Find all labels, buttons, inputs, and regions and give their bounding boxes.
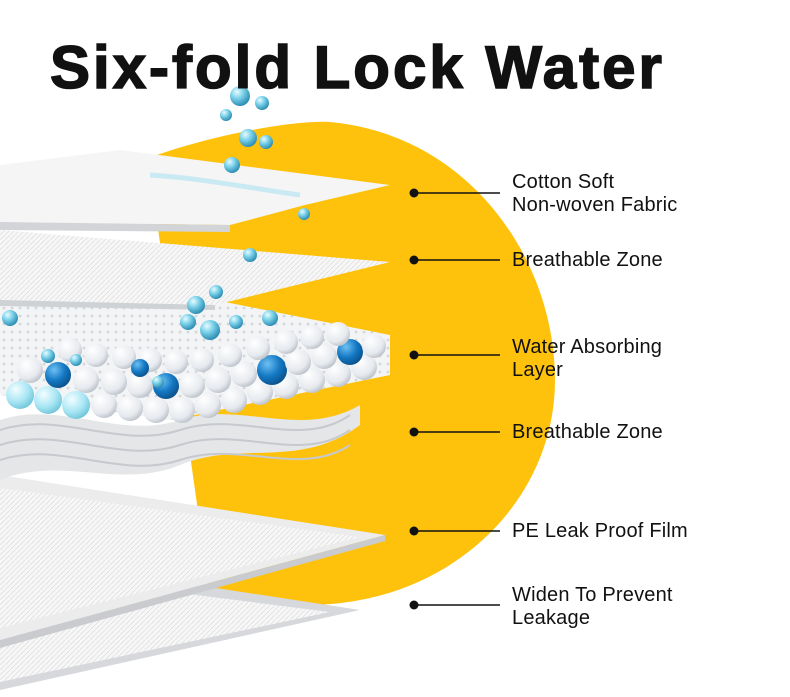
label-line: Non-woven Fabric: [512, 194, 678, 217]
page-title: Six-fold Lock Water: [50, 34, 665, 102]
label-cotton-soft: Cotton Soft Non-woven Fabric: [512, 171, 678, 217]
label-pe-leak-proof: PE Leak Proof Film: [512, 520, 688, 543]
label-line: Water Absorbing: [512, 336, 662, 359]
label-water-absorbing: Water Absorbing Layer: [512, 336, 662, 382]
label-line: Cotton Soft: [512, 171, 678, 194]
label-widen-prevent-leakage: Widen To Prevent Leakage: [512, 584, 673, 630]
label-line: Layer: [512, 359, 662, 382]
label-line: Leakage: [512, 607, 673, 630]
label-line: Breathable Zone: [512, 249, 663, 272]
label-breathable-zone-1: Breathable Zone: [512, 249, 663, 272]
label-line: PE Leak Proof Film: [512, 520, 688, 543]
label-breathable-zone-2: Breathable Zone: [512, 421, 663, 444]
label-line: Breathable Zone: [512, 421, 663, 444]
label-line: Widen To Prevent: [512, 584, 673, 607]
